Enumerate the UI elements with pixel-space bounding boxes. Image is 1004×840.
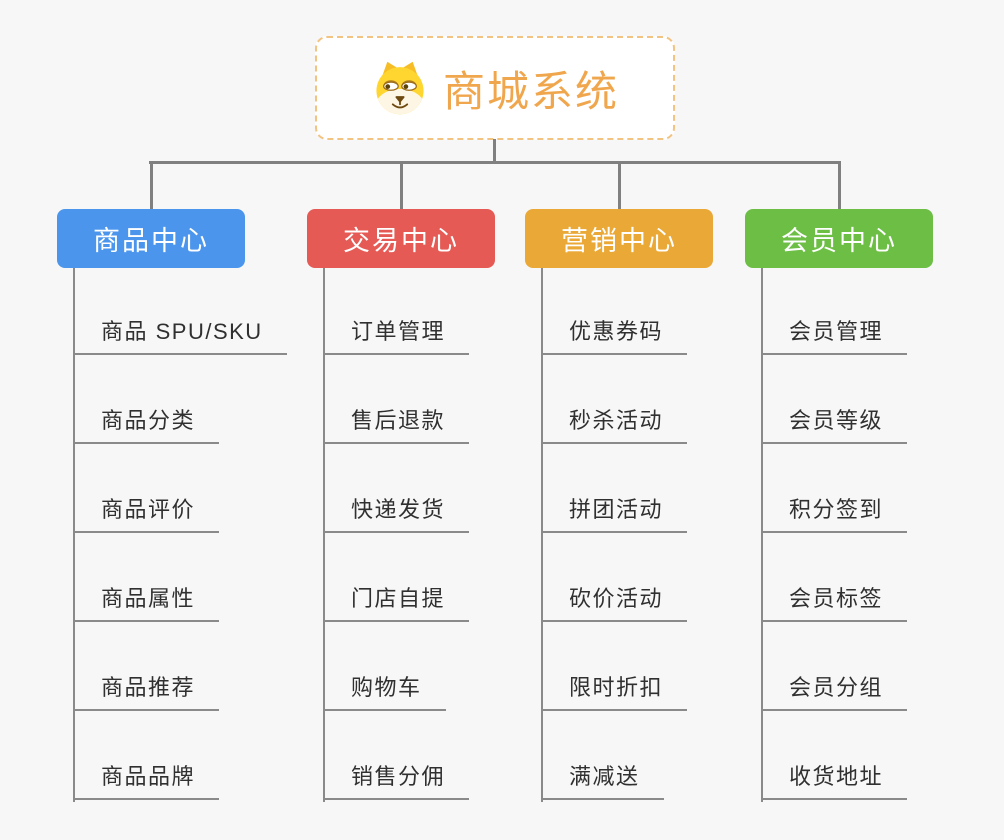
branch-header[interactable]: 营销中心 xyxy=(525,209,713,268)
connector-root-vertical xyxy=(493,139,496,164)
branch-1: 商品中心 商品 SPU/SKU 商品分类 商品评价 商品属性 商品推荐 商品品牌 xyxy=(57,161,287,829)
branch-item[interactable]: 秒杀活动 xyxy=(541,403,688,444)
connector-branch-drop xyxy=(617,161,621,209)
branch-item[interactable]: 满减送 xyxy=(541,759,664,800)
branch-header[interactable]: 会员中心 xyxy=(745,209,933,268)
branch-item[interactable]: 商品属性 xyxy=(73,581,220,622)
branch-label: 交易中心 xyxy=(343,226,459,256)
branch-item-label: 收货地址 xyxy=(789,764,884,789)
branch-item[interactable]: 限时折扣 xyxy=(541,670,688,711)
branch-label: 会员中心 xyxy=(781,226,897,256)
branch-3: 营销中心 优惠券码 秒杀活动 拼团活动 砍价活动 限时折扣 满减送 xyxy=(525,161,713,829)
branch-trunk-line xyxy=(323,268,325,802)
branch-item[interactable]: 售后退款 xyxy=(323,403,470,444)
connector-branch-drop xyxy=(837,161,841,209)
branch-item[interactable]: 门店自提 xyxy=(323,581,470,622)
branch-item[interactable]: 商品评价 xyxy=(73,492,220,533)
branch-item[interactable]: 会员等级 xyxy=(761,403,908,444)
branch-item-label: 会员分组 xyxy=(789,675,884,700)
branch-4: 会员中心 会员管理 会员等级 积分签到 会员标签 会员分组 收货地址 xyxy=(745,161,933,829)
branch-item[interactable]: 商品 SPU/SKU xyxy=(73,314,287,355)
branch-item-label: 订单管理 xyxy=(351,319,446,344)
branch-trunk-line xyxy=(761,268,763,802)
branch-item[interactable]: 优惠券码 xyxy=(541,314,688,355)
branch-item-label: 会员管理 xyxy=(789,319,884,344)
branch-item-label: 门店自提 xyxy=(351,586,446,611)
branch-item[interactable]: 拼团活动 xyxy=(541,492,688,533)
branch-item-label: 商品分类 xyxy=(101,408,196,433)
connector-branch-drop xyxy=(149,161,153,209)
branch-item[interactable]: 商品品牌 xyxy=(73,759,220,800)
branch-item[interactable]: 积分签到 xyxy=(761,492,908,533)
branch-item[interactable]: 砍价活动 xyxy=(541,581,688,622)
branch-item[interactable]: 销售分佣 xyxy=(323,759,470,800)
branch-item[interactable]: 会员管理 xyxy=(761,314,908,355)
branch-trunk-line xyxy=(541,268,543,802)
branch-label: 营销中心 xyxy=(561,226,677,256)
branch-item[interactable]: 收货地址 xyxy=(761,759,908,800)
branch-item[interactable]: 购物车 xyxy=(323,670,446,711)
branch-item[interactable]: 会员标签 xyxy=(761,581,908,622)
dog-face-icon xyxy=(371,59,429,117)
branch-item[interactable]: 商品推荐 xyxy=(73,670,220,711)
branch-item[interactable]: 会员分组 xyxy=(761,670,908,711)
branch-item-label: 商品属性 xyxy=(101,586,196,611)
root-title: 商城系统 xyxy=(442,67,619,115)
connector-horizontal xyxy=(149,161,841,164)
branch-item-label: 秒杀活动 xyxy=(569,408,664,433)
branch-label: 商品中心 xyxy=(93,226,209,256)
branch-header[interactable]: 交易中心 xyxy=(307,209,495,268)
branch-item-label: 商品评价 xyxy=(101,497,196,522)
branch-trunk-line xyxy=(73,268,75,802)
branch-2: 交易中心 订单管理 售后退款 快递发货 门店自提 购物车 销售分佣 xyxy=(307,161,495,829)
branch-item-label: 限时折扣 xyxy=(569,675,664,700)
branch-item-label: 购物车 xyxy=(351,675,422,700)
branch-item-label: 快递发货 xyxy=(351,497,446,522)
branch-item-label: 会员等级 xyxy=(789,408,884,433)
connector-branch-drop xyxy=(399,161,403,209)
branch-item-label: 会员标签 xyxy=(789,586,884,611)
branch-item-label: 售后退款 xyxy=(351,408,446,433)
branch-item-label: 销售分佣 xyxy=(351,764,446,789)
branch-item-label: 积分签到 xyxy=(789,497,884,522)
branch-item-label: 商品推荐 xyxy=(101,675,196,700)
branch-item-label: 砍价活动 xyxy=(569,586,664,611)
branch-item[interactable]: 快递发货 xyxy=(323,492,470,533)
branch-item-label: 满减送 xyxy=(569,764,640,789)
branch-item[interactable]: 商品分类 xyxy=(73,403,220,444)
branch-header[interactable]: 商品中心 xyxy=(57,209,245,268)
root-node[interactable]: 商城系统 xyxy=(315,36,675,140)
branch-item-label: 拼团活动 xyxy=(569,497,664,522)
branch-item[interactable]: 订单管理 xyxy=(323,314,470,355)
branch-item-label: 优惠券码 xyxy=(569,319,664,344)
branch-item-label: 商品 SPU/SKU xyxy=(101,319,263,344)
branch-item-label: 商品品牌 xyxy=(101,764,196,789)
